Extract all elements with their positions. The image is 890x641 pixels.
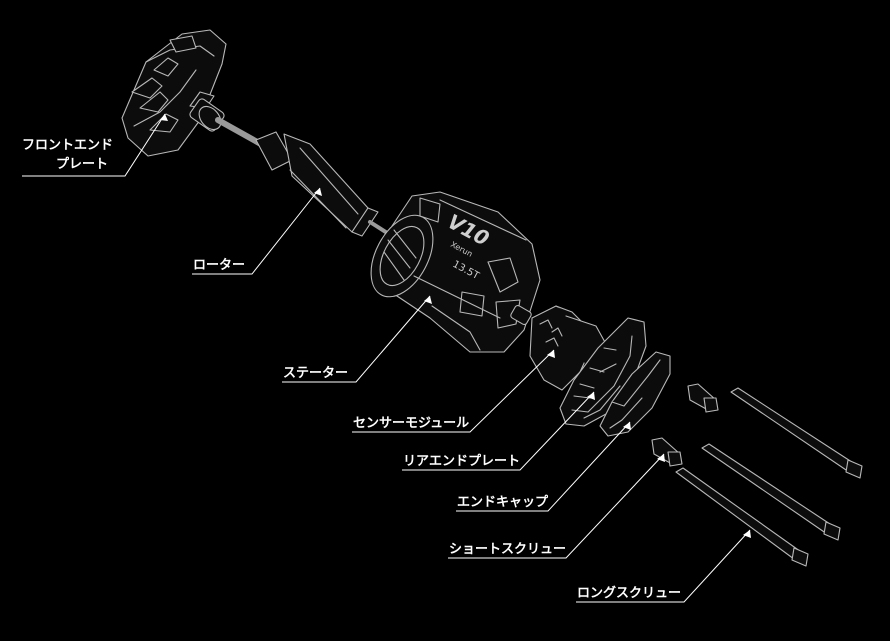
rear-end-plate-label: リアエンドプレート	[403, 454, 521, 469]
front-end-plate-part	[122, 30, 226, 156]
rear-end-plate-arrow	[587, 392, 595, 400]
sensor-module-label: センサーモジュール	[353, 416, 470, 431]
rotor-leader	[192, 187, 321, 275]
long-screw-leader	[576, 529, 751, 603]
end-cap-label: エンドキャップ	[457, 495, 549, 510]
long-screw-part	[676, 388, 862, 566]
front-end-plate-leader	[22, 113, 166, 177]
short-screw-label: ショートスクリュー	[449, 542, 567, 557]
end-cap-leader	[456, 421, 631, 512]
stator-leader	[282, 295, 431, 383]
stator-part: V10 Xerun 13.5T	[358, 192, 540, 352]
stator-arrow	[424, 296, 432, 304]
long-screw-arrow	[743, 530, 751, 538]
rear-end-plate-part	[560, 318, 646, 426]
leader-arrows	[160, 114, 751, 538]
front-end-plate-arrow	[160, 114, 168, 121]
rotor-label: ローター	[193, 258, 246, 273]
end-cap-arrow	[623, 422, 631, 430]
rotor-part	[218, 120, 392, 236]
leader-lines	[22, 113, 751, 603]
stator-label: ステーター	[283, 366, 349, 381]
rear-end-plate-leader	[402, 391, 595, 471]
short-screw-leader	[448, 453, 665, 559]
front-end-plate-label-line2: プレート	[56, 157, 109, 172]
long-screw-label: ロングスクリュー	[577, 586, 682, 601]
end-cap-part	[600, 352, 670, 436]
sensor-module-arrow	[547, 350, 555, 358]
short-screw-part	[652, 384, 718, 466]
rotor-arrow	[314, 188, 322, 196]
front-end-plate-label-line1: フロントエンド	[22, 138, 114, 153]
short-screw-arrow	[657, 454, 665, 462]
sensor-module-leader	[352, 349, 555, 433]
